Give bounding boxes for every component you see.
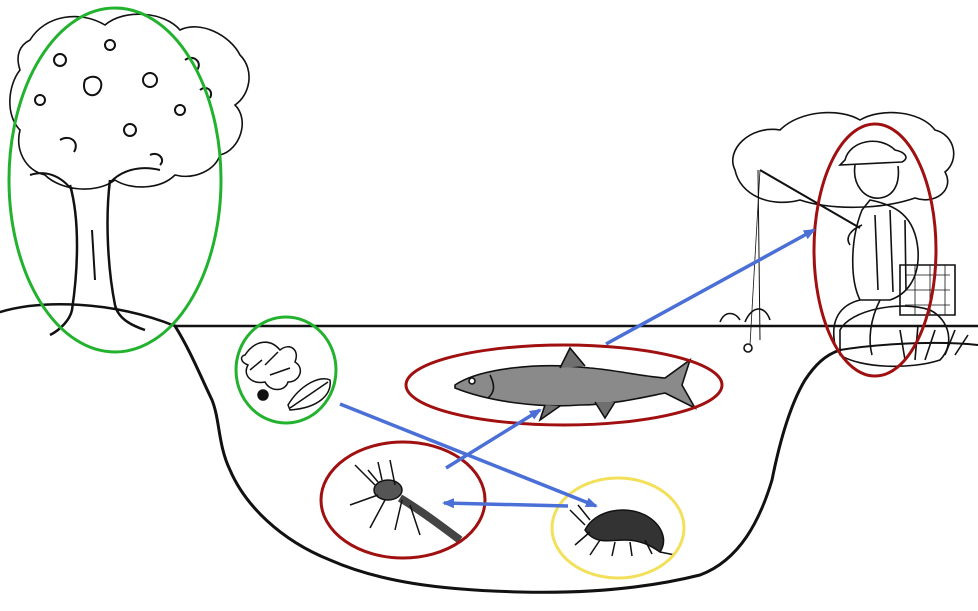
fish-icon <box>455 348 695 420</box>
pond-outline <box>0 304 978 592</box>
fallen-leaves-icon <box>242 342 331 410</box>
amphipod-icon <box>570 505 675 556</box>
tree-icon <box>10 14 249 335</box>
insect-nymph-icon <box>350 460 460 540</box>
ring-layer <box>9 8 936 578</box>
arrow-nymph-to-fish <box>446 410 540 468</box>
fisherman-icon <box>720 113 968 367</box>
arrow-shrimp-to-nymph <box>444 503 568 506</box>
